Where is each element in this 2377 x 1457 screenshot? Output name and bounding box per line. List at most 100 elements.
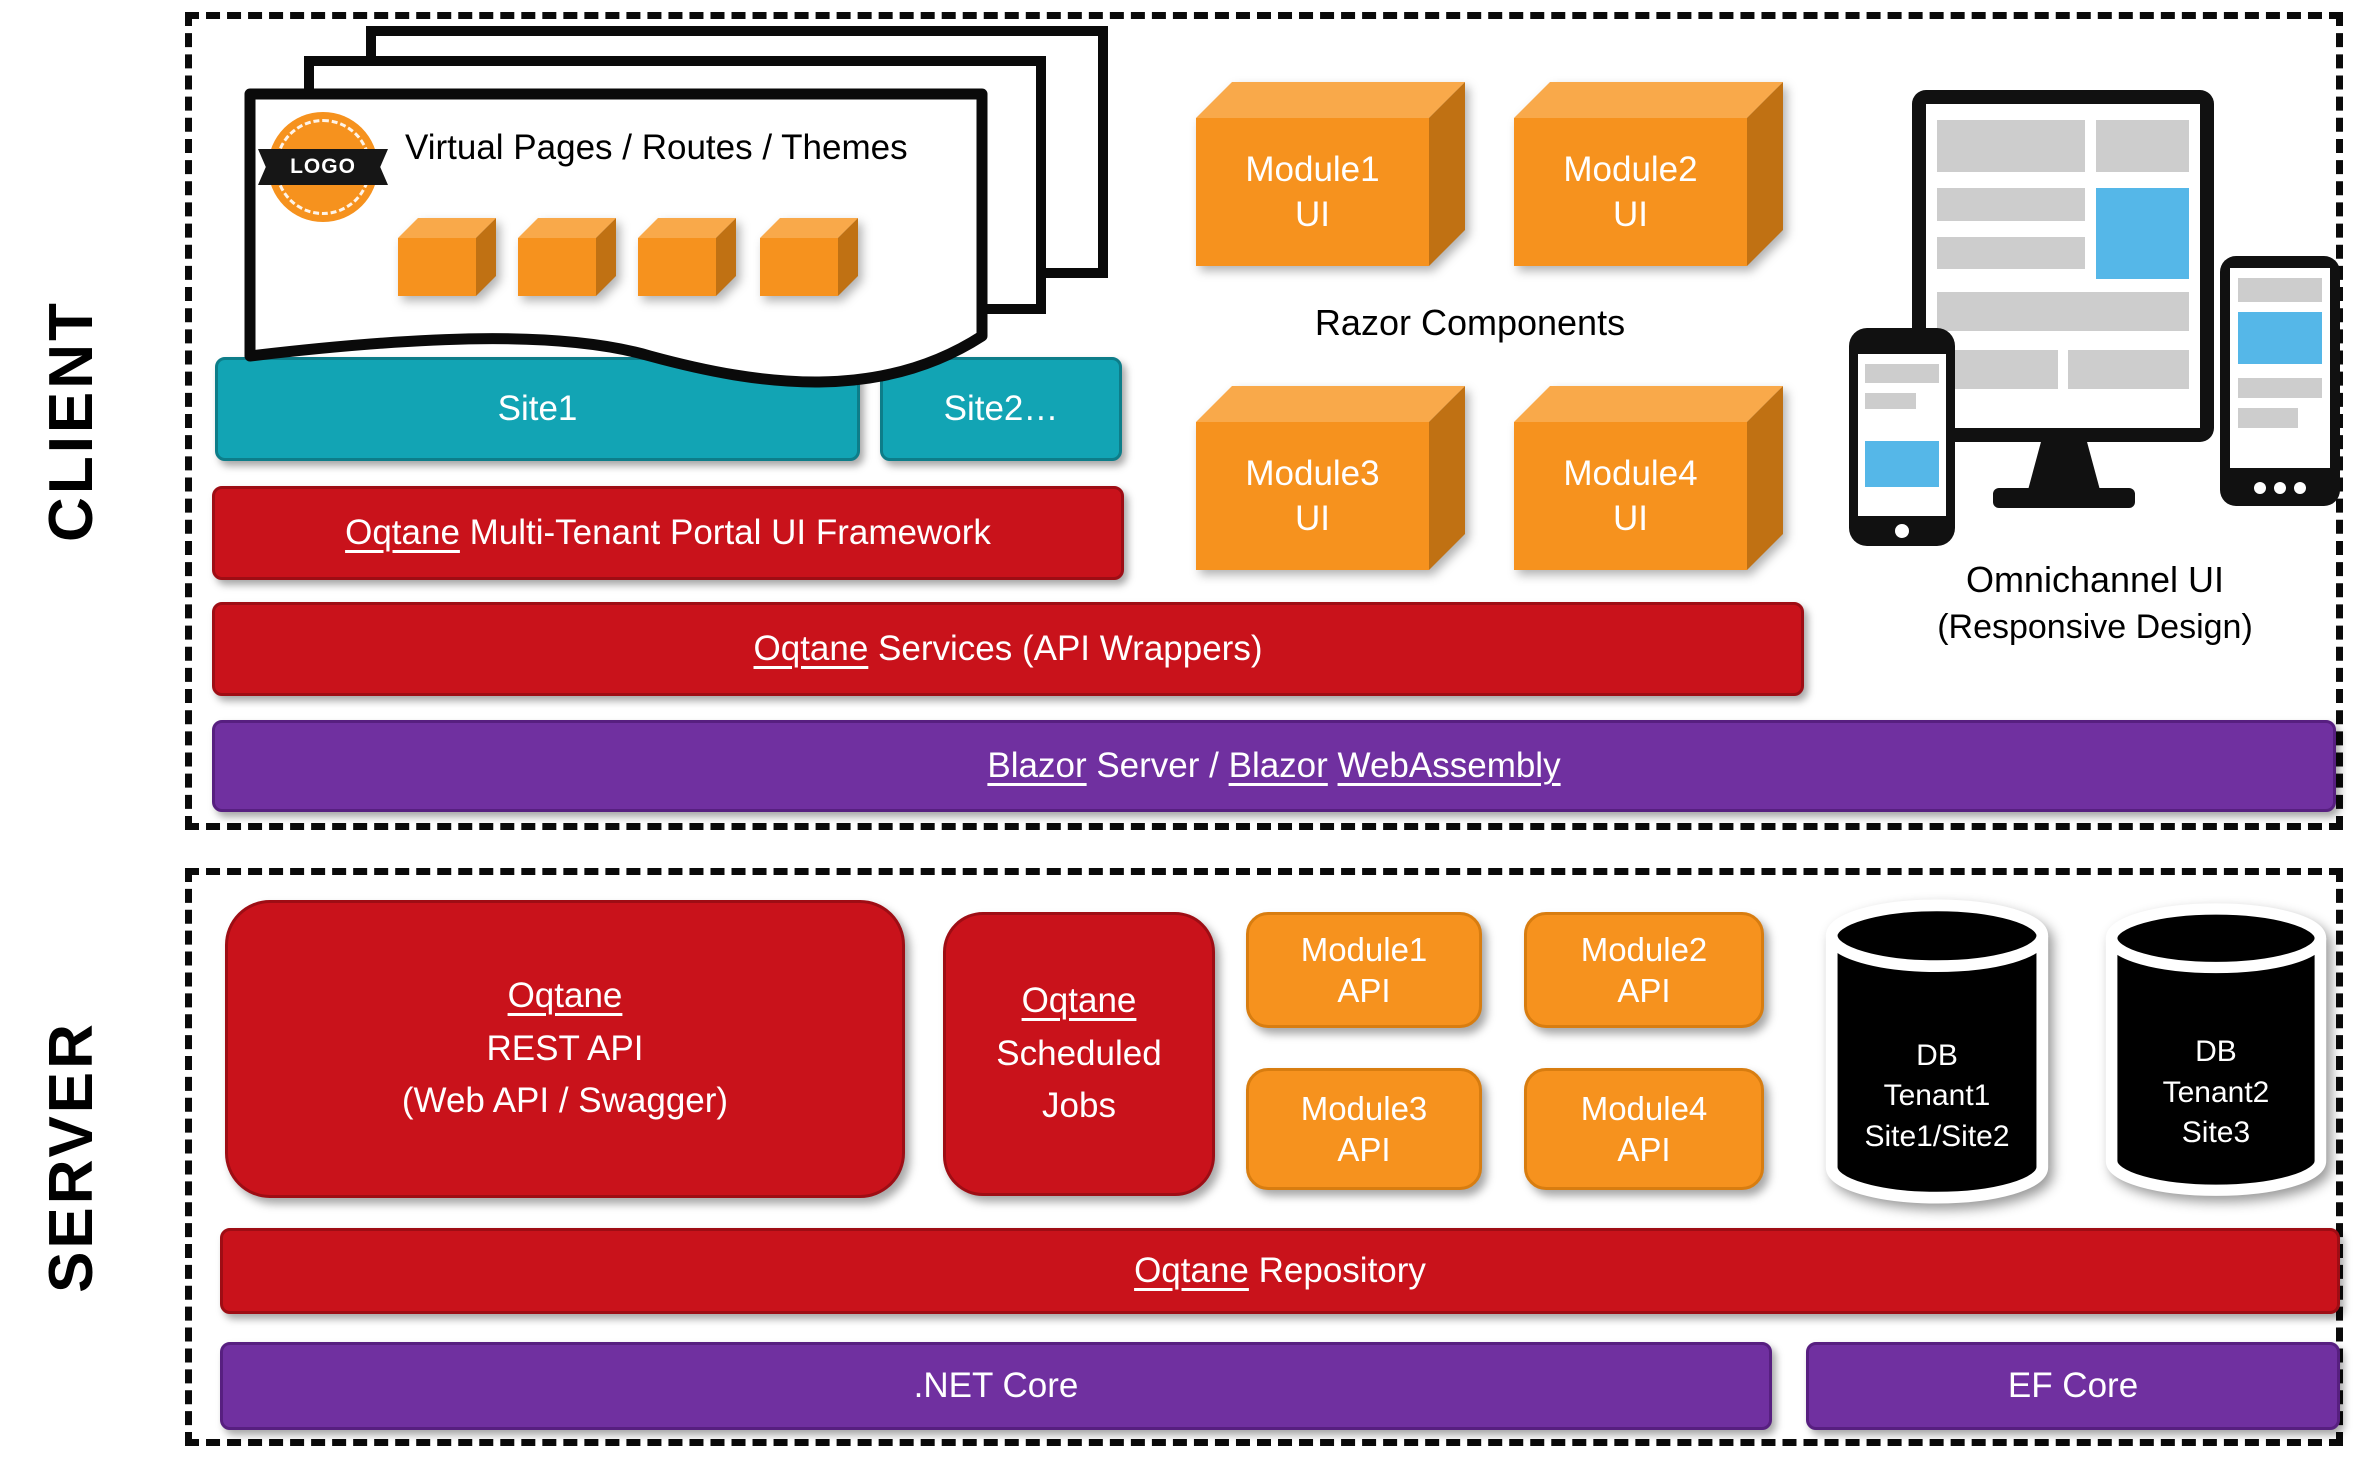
database-cylinder <box>1825 899 2049 1204</box>
screen-block <box>1865 363 1939 384</box>
screen-highlight-block <box>2095 188 2190 279</box>
site2-bar: Site2… <box>880 357 1122 461</box>
module1-ui-cube: Module1 UI <box>1196 82 1465 266</box>
module-ui-label: Module2 UI <box>1563 149 1698 235</box>
module3-ui-cube: Module3 UI <box>1196 386 1465 570</box>
cube-side-face <box>1747 386 1783 570</box>
cube-top-face <box>1196 386 1465 422</box>
server-section-border <box>185 868 2343 1446</box>
repository-label: Oqtane Repository <box>1134 1251 1426 1291</box>
cube-side-face <box>596 218 616 296</box>
module-ui-label: Module3 UI <box>1245 453 1380 539</box>
screen-block <box>1865 392 1917 410</box>
screen-block <box>1936 236 2085 270</box>
module2-ui-cube: Module2 UI <box>1514 82 1783 266</box>
screen-block <box>2238 378 2322 398</box>
screen-block <box>2095 120 2190 173</box>
cube-front-face <box>518 238 596 296</box>
monitor-screen <box>1926 104 2200 428</box>
phone-icon <box>1849 328 1955 546</box>
repository-bar: Oqtane Repository <box>220 1228 2340 1314</box>
rest-api-box: Oqtane REST API (Web API / Swagger) <box>225 900 905 1198</box>
label-part: REST API (Web API / Swagger) <box>401 1028 729 1121</box>
label-part: Multi-Tenant Portal UI Framework <box>459 513 991 552</box>
cube-top-face <box>1514 386 1783 422</box>
dotnet-core-bar: .NET Core <box>220 1342 1772 1430</box>
page-front <box>244 88 988 388</box>
cube-front-face: Module1 UI <box>1196 118 1429 266</box>
logo-ribbon: LOGO <box>258 149 388 185</box>
cube-side-face <box>1747 82 1783 266</box>
database-tenant2-icon: DB Tenant2 Site3 <box>2100 900 2332 1206</box>
label-underlined-part: Blazor <box>1228 746 1328 785</box>
cube-icon <box>398 218 496 296</box>
blazor-label: Blazor Server / Blazor WebAssembly <box>987 746 1560 786</box>
module4-ui-cube: Module4 UI <box>1514 386 1783 570</box>
module-ui-label: Module1 UI <box>1245 149 1380 235</box>
label-underlined-part: Oqtane <box>1134 1251 1249 1290</box>
screen-highlight-block <box>2238 312 2322 364</box>
tablet-button-dot <box>2274 482 2286 494</box>
cube-front-face <box>398 238 476 296</box>
database-label: DB Tenant2 Site3 <box>2162 1035 2270 1150</box>
module-api-label: Module4 API <box>1580 1089 1708 1168</box>
label-underlined-part: Oqtane <box>753 629 869 668</box>
cube-front-face <box>760 238 838 296</box>
module-api-label: Module2 API <box>1580 930 1708 1009</box>
screen-block <box>2238 408 2298 428</box>
logo-icon: LOGO <box>258 112 388 222</box>
cube-top-face <box>1514 82 1783 118</box>
cube-front-face: Module3 UI <box>1196 422 1429 570</box>
tablet-button-dot <box>2254 482 2266 494</box>
label-part <box>1328 746 1338 785</box>
cube-side-face <box>1429 386 1465 570</box>
tablet-screen <box>2230 268 2330 468</box>
screen-block <box>1936 120 2085 173</box>
database-tenant1-icon: DB Tenant1 Site1/Site2 <box>1820 896 2054 1214</box>
cube-icon <box>518 218 616 296</box>
rest-api-label: Oqtane REST API (Web API / Swagger) <box>402 970 728 1128</box>
label-part: Repository <box>1248 1251 1426 1290</box>
module-api-label: Module3 API <box>1300 1089 1428 1168</box>
omnichannel-caption-line2: (Responsive Design) <box>1937 607 2253 646</box>
cube-front-face: Module2 UI <box>1514 118 1747 266</box>
monitor-stand <box>2028 442 2100 490</box>
label-underlined-part: Oqtane <box>1021 981 1137 1021</box>
database-cylinder <box>2105 903 2327 1196</box>
portal-framework-bar: Oqtane Multi-Tenant Portal UI Framework <box>212 486 1124 580</box>
cube-top-face <box>760 218 858 238</box>
portal-framework-label: Oqtane Multi-Tenant Portal UI Framework <box>345 513 991 553</box>
cube-side-face <box>1429 82 1465 266</box>
cube-top-face <box>638 218 736 238</box>
scheduled-jobs-label: Oqtane Scheduled Jobs <box>996 975 1161 1133</box>
ef-core-bar: EF Core <box>1806 1342 2340 1430</box>
client-side-label: CLIENT <box>37 300 106 542</box>
module4-api-box: Module4 API <box>1524 1068 1764 1190</box>
omnichannel-caption-line1: Omnichannel UI <box>1965 559 2225 600</box>
phone-screen <box>1858 354 1946 516</box>
razor-components-label: Razor Components <box>1314 302 1626 343</box>
screen-highlight-block <box>1865 441 1939 487</box>
label-part: Scheduled Jobs <box>996 1033 1162 1126</box>
cube-side-face <box>476 218 496 296</box>
module-ui-label: Module4 UI <box>1563 453 1698 539</box>
screen-block <box>1936 188 2085 221</box>
label-underlined-part: Blazor <box>987 746 1087 785</box>
server-side-label: SERVER <box>37 1021 106 1293</box>
screen-block <box>2068 350 2190 390</box>
module2-api-box: Module2 API <box>1524 912 1764 1028</box>
scheduled-jobs-box: Oqtane Scheduled Jobs <box>943 912 1215 1196</box>
pages-title: Virtual Pages / Routes / Themes <box>405 128 908 167</box>
tablet-icon <box>2220 256 2340 506</box>
services-label: Oqtane Services (API Wrappers) <box>754 629 1263 669</box>
monitor-base <box>1993 488 2135 508</box>
cube-side-face <box>716 218 736 296</box>
desktop-icon <box>1912 90 2214 442</box>
label-underlined-part: Oqtane <box>507 976 623 1016</box>
cube-top-face <box>1196 82 1465 118</box>
screen-block <box>1936 350 2058 390</box>
cube-side-face <box>838 218 858 296</box>
label-part: Services (API Wrappers) <box>868 629 1263 668</box>
screen-block <box>2238 278 2322 302</box>
